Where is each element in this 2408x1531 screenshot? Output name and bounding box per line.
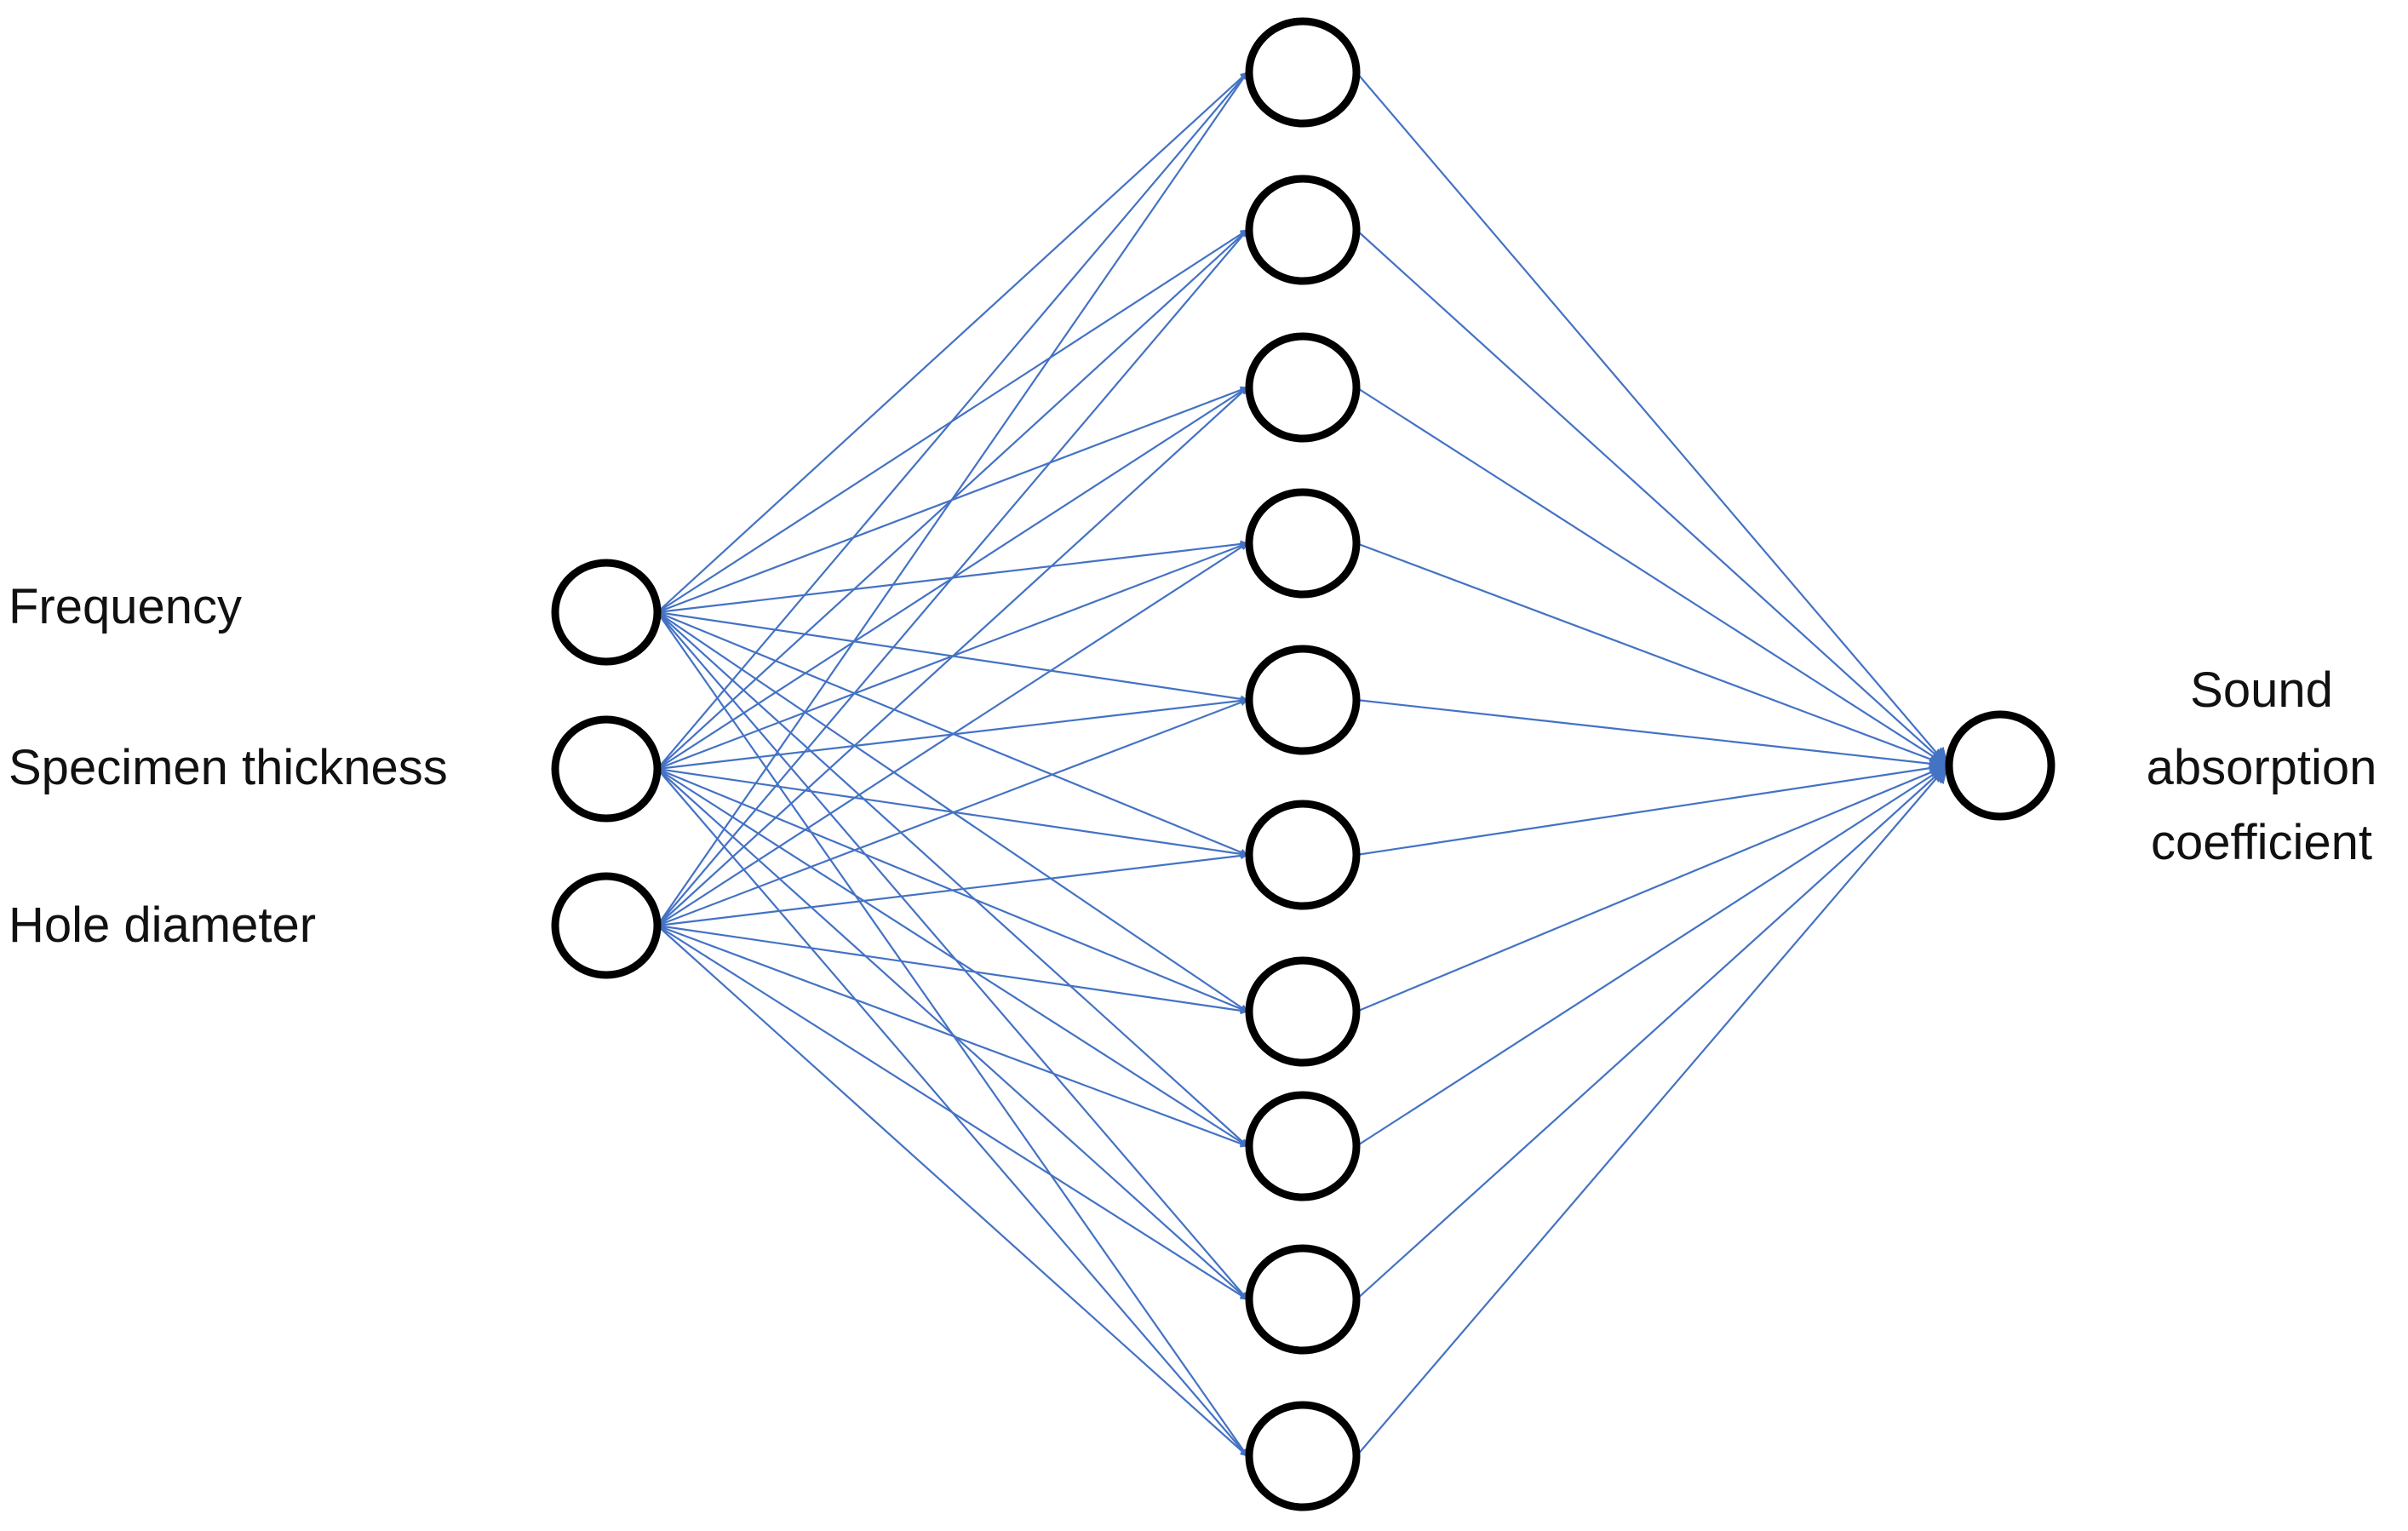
hidden-node-9 [1245,1244,1361,1355]
edge-input-3-hidden-6 [656,852,1248,927]
hidden-node-5 [1245,645,1361,755]
edge-input-3-hidden-7 [656,924,1248,1015]
input-label-specimen-thickness: Specimen thickness [9,740,448,795]
hidden-node-4 [1245,488,1361,599]
edge-hidden-10-output [1356,764,1949,1457]
edge-input-3-hidden-8 [656,924,1248,1148]
output-node [1945,710,2055,821]
edge-input-3-hidden-2 [656,229,1248,926]
hidden-node-6 [1245,800,1361,910]
edge-hidden-3-output [1356,387,1949,767]
edge-hidden-7-output [1356,763,1950,1013]
edge-hidden-5-output [1356,698,1950,773]
edge-input-3-hidden-1 [656,72,1248,926]
edge-hidden-9-output [1356,764,1949,1300]
hidden-node-10 [1245,1401,1361,1511]
input-label-frequency: Frequency [9,579,242,634]
edge-input-2-hidden-9 [656,768,1248,1300]
edge-hidden-2-output [1356,229,1949,767]
input-node-3 [551,872,662,979]
edge-input-2-hidden-8 [656,768,1248,1147]
edge-hidden-4-output [1356,542,1950,769]
hidden-node-2 [1245,175,1361,285]
input-node-2 [551,715,662,823]
hidden-node-1 [1245,17,1361,128]
edge-input-3-hidden-5 [656,698,1248,927]
output-label-line-3: coefficient [2151,815,2372,870]
edge-input-3-hidden-10 [656,925,1248,1457]
input-label-hole-diameter: Hole diameter [9,897,316,953]
hidden-node-3 [1245,332,1361,443]
output-label-line-2: absorption [2147,740,2377,795]
nodes [551,17,2055,1511]
edge-hidden-1-output [1356,72,1949,767]
edge-input-1-hidden-8 [656,611,1248,1147]
edge-input-2-hidden-1 [656,72,1248,770]
hidden-node-7 [1245,956,1361,1067]
edge-input-1-hidden-1 [656,72,1248,613]
edge-hidden-6-output [1356,759,1950,857]
edge-input-3-hidden-3 [656,387,1248,926]
edge-input-3-hidden-9 [656,925,1248,1300]
output-label-line-1: Sound [2190,662,2333,718]
edge-hidden-8-output [1356,764,1949,1147]
edge-input-1-hidden-9 [656,611,1248,1300]
input-node-1 [551,559,662,666]
edge-input-3-hidden-4 [656,542,1248,926]
connections [656,72,1950,1457]
hidden-node-8 [1245,1091,1361,1201]
